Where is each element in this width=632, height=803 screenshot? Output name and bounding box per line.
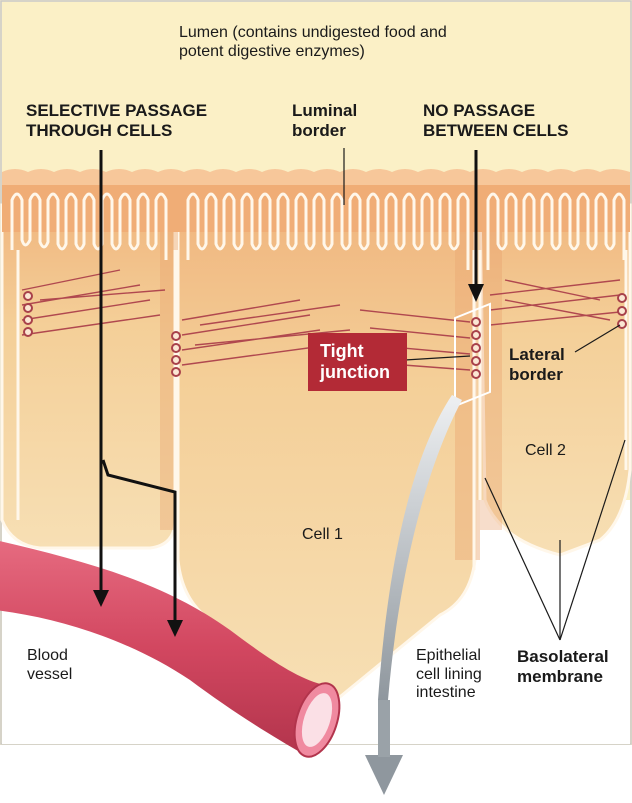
basolateral-membrane-label: Basolateral membrane <box>517 647 609 687</box>
basolateral-line1: Basolateral <box>517 647 609 667</box>
basolateral-line2: membrane <box>517 667 609 687</box>
selective-passage-line2: THROUGH CELLS <box>26 121 207 141</box>
luminal-border-line2: border <box>292 121 357 141</box>
epithelial-line2: cell lining <box>416 666 482 685</box>
epithelial-line3: intestine <box>416 684 482 703</box>
lateral-border-line1: Lateral <box>509 345 565 365</box>
lateral-border-label: Lateral border <box>509 345 565 385</box>
tight-junction-label: Tight junction <box>308 333 407 391</box>
epithelial-line1: Epithelial <box>416 647 482 666</box>
no-passage-label: NO PASSAGE BETWEEN CELLS <box>423 101 568 141</box>
lumen-label-text: Lumen (contains undigested food and pote… <box>179 24 479 61</box>
no-passage-line1: NO PASSAGE <box>423 101 568 121</box>
tight-junction-line2: junction <box>320 362 407 383</box>
cell-left <box>2 205 175 548</box>
luminal-border-label: Luminal border <box>292 101 357 141</box>
cell-2-label: Cell 2 <box>525 442 566 461</box>
blood-vessel-label: Blood vessel <box>27 647 72 684</box>
selective-passage-label: SELECTIVE PASSAGE THROUGH CELLS <box>26 101 207 141</box>
blood-vessel-line1: Blood <box>27 647 72 666</box>
lateral-border-line2: border <box>509 365 565 385</box>
selective-passage-line1: SELECTIVE PASSAGE <box>26 101 207 121</box>
tight-junction-line1: Tight <box>320 341 407 362</box>
no-passage-line2: BETWEEN CELLS <box>423 121 568 141</box>
luminal-border-line1: Luminal <box>292 101 357 121</box>
epithelial-label: Epithelial cell lining intestine <box>416 647 482 703</box>
blood-vessel-line2: vessel <box>27 666 72 685</box>
cell-1-label: Cell 1 <box>302 526 343 545</box>
